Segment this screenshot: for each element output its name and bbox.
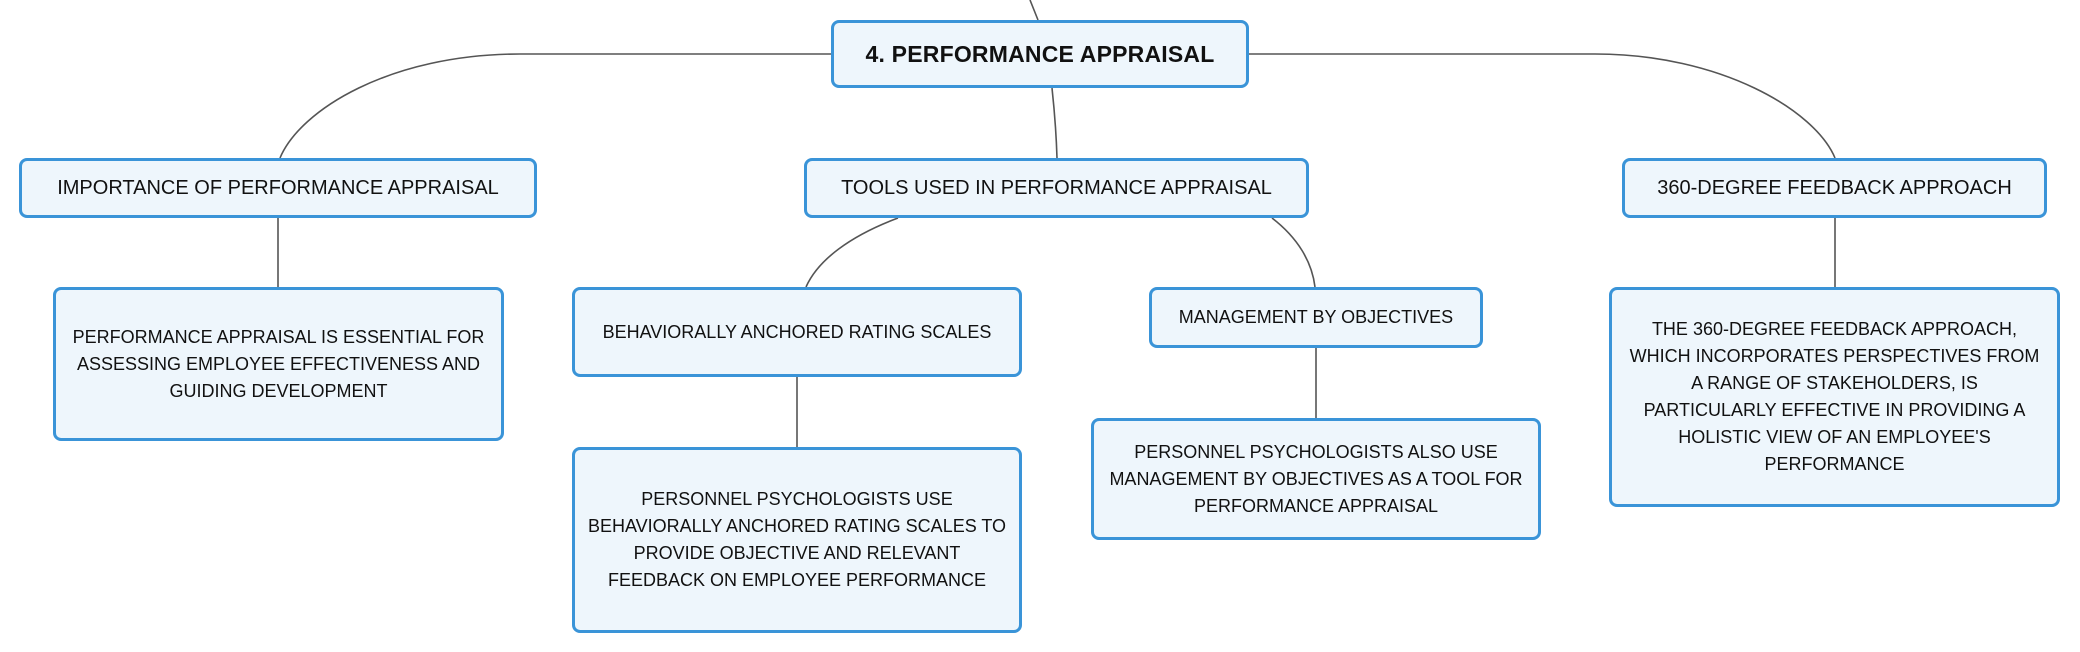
root-label: 4. PERFORMANCE APPRAISAL (865, 40, 1215, 67)
sub-label-mbo: MANAGEMENT BY OBJECTIVES (1178, 307, 1454, 327)
branch-label-tools: TOOLS USED IN PERFORMANCE APPRAISAL (841, 176, 1272, 199)
sub-node-bars[interactable]: BEHAVIORALLY ANCHORED RATING SCALES (572, 287, 1022, 377)
detail-node-mbo[interactable]: PERSONNEL PSYCHOLOGISTS ALSO USE MANAGEM… (1091, 418, 1541, 540)
detail-text-360: THE 360-DEGREE FEEDBACK APPROACH, WHICH … (1629, 319, 2040, 474)
connector-tools-to-mbo (1271, 217, 1316, 288)
branch-node-importance[interactable]: IMPORTANCE OF PERFORMANCE APPRAISAL (19, 158, 537, 218)
connector-root-to-tools (1051, 87, 1058, 159)
connector-root-to-importance (279, 53, 832, 159)
connector-root-to-360 (1248, 53, 1836, 159)
sub-label-bars: BEHAVIORALLY ANCHORED RATING SCALES (602, 321, 992, 342)
root-node[interactable]: 4. PERFORMANCE APPRAISAL (831, 20, 1249, 88)
branch-node-360[interactable]: 360-DEGREE FEEDBACK APPROACH (1622, 158, 2047, 218)
detail-node-bars[interactable]: PERSONNEL PSYCHOLOGISTS USE BEHAVIORALLY… (572, 447, 1022, 633)
branch-node-tools[interactable]: TOOLS USED IN PERFORMANCE APPRAISAL (804, 158, 1309, 218)
detail-node-360[interactable]: THE 360-DEGREE FEEDBACK APPROACH, WHICH … (1609, 287, 2060, 507)
detail-text-mbo: PERSONNEL PSYCHOLOGISTS ALSO USE MANAGEM… (1109, 441, 1523, 516)
detail-node-importance[interactable]: PERFORMANCE APPRAISAL IS ESSENTIAL FOR A… (53, 287, 504, 441)
branch-label-360: 360-DEGREE FEEDBACK APPROACH (1657, 176, 2012, 199)
detail-text-bars: PERSONNEL PSYCHOLOGISTS USE BEHAVIORALLY… (587, 489, 1007, 590)
connector-parent-to-root (1029, 0, 1039, 21)
branch-label-importance: IMPORTANCE OF PERFORMANCE APPRAISAL (57, 176, 499, 199)
connector-tools-to-bars (805, 217, 899, 288)
detail-text-importance: PERFORMANCE APPRAISAL IS ESSENTIAL FOR A… (72, 326, 485, 401)
sub-node-mbo[interactable]: MANAGEMENT BY OBJECTIVES (1149, 287, 1483, 348)
